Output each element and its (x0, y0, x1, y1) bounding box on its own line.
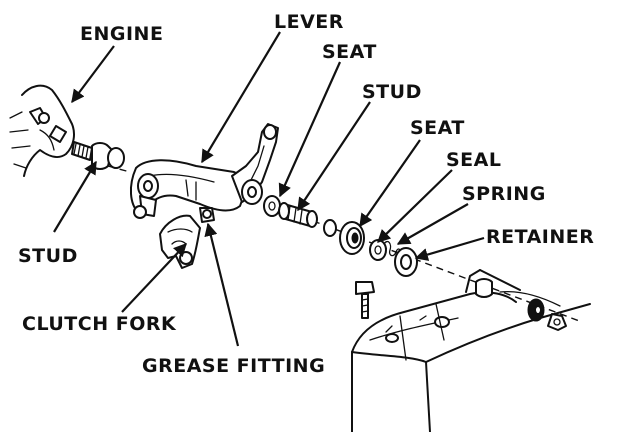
lever-part (130, 123, 279, 219)
lever-seat-part (263, 195, 281, 217)
housing-bolt (355, 281, 375, 319)
end-nut-assembly (527, 298, 567, 331)
label-grease-fitting: GREASE FITTING (142, 355, 325, 377)
label-engine: ENGINE (80, 23, 163, 45)
engine-ball-stud (71, 141, 125, 170)
leader-retainer (414, 236, 485, 261)
grease-fitting-part (199, 207, 215, 223)
label-stud-top: STUD (362, 81, 422, 103)
leader-stud-left (53, 160, 97, 233)
label-lever: LEVER (274, 11, 344, 33)
bell-housing (351, 269, 591, 432)
label-retainer: RETAINER (486, 226, 594, 248)
leader-engine (71, 45, 115, 104)
leader-seat-top (278, 61, 342, 198)
leader-seal (377, 169, 453, 243)
leader-grease-fitting (204, 222, 240, 347)
retainer-part (394, 247, 418, 277)
threaded-stud-part (278, 202, 318, 228)
leader-clutch-fork (121, 243, 187, 313)
label-seat-top: SEAT (322, 41, 377, 63)
assembly-axis-line (107, 165, 131, 173)
cup-seat-part (339, 221, 365, 255)
label-seat-mid: SEAT (410, 117, 465, 139)
leader-lever (201, 31, 281, 164)
leader-stud-top (297, 101, 371, 212)
label-spring: SPRING (462, 183, 546, 205)
label-seal: SEAL (446, 149, 501, 171)
seal-part (369, 239, 387, 261)
label-clutch-fork: CLUTCH FORK (22, 313, 177, 335)
clutch-fork-part (159, 214, 201, 269)
washer-part (323, 219, 337, 237)
leader-spring (396, 203, 469, 245)
label-stud-left: STUD (18, 245, 78, 267)
leader-seat-mid (359, 139, 421, 228)
engine-block (9, 84, 75, 177)
